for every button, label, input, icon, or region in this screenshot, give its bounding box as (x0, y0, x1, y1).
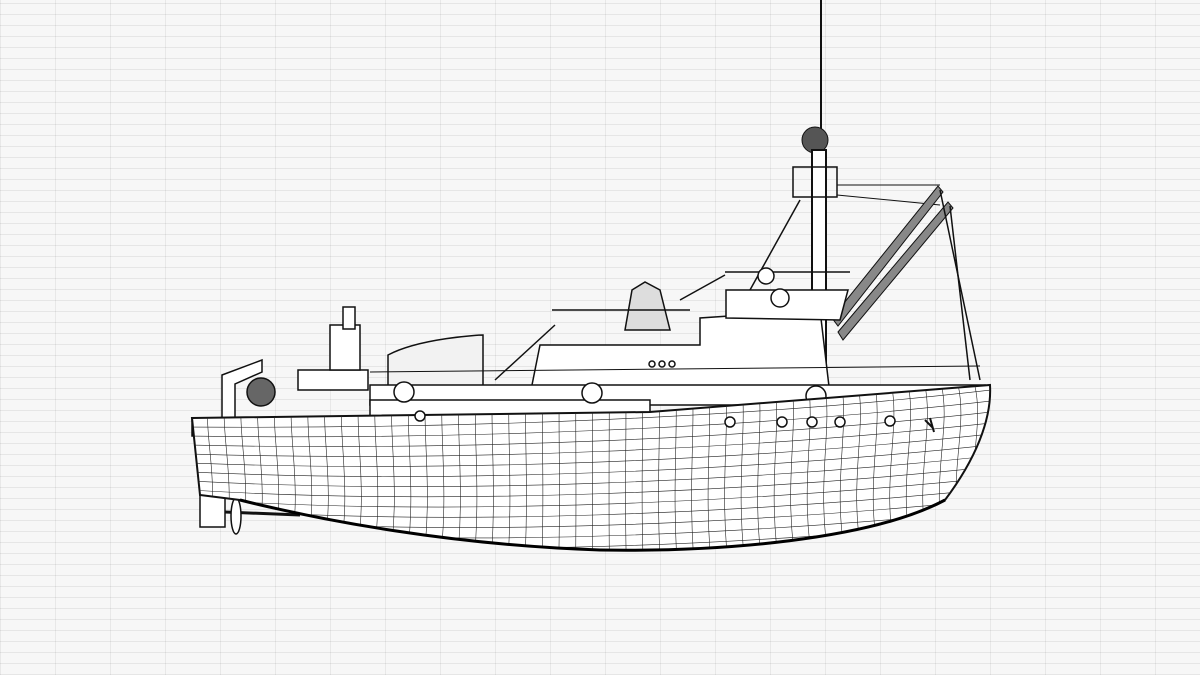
hull-waterline (192, 399, 991, 438)
hull (190, 383, 992, 552)
porthole-icon (776, 416, 788, 428)
hull-waterline (192, 432, 991, 467)
boom-arms (831, 185, 981, 381)
hull-waterline (192, 388, 991, 428)
hull-rib-line (988, 385, 991, 551)
hull-waterline (192, 421, 991, 457)
hull-waterline (192, 476, 991, 508)
superstructure (387, 267, 850, 396)
hull-waterline (192, 465, 991, 498)
hull-rib-line (192, 385, 197, 551)
porthole-icon (884, 415, 896, 427)
hull-waterline (192, 443, 991, 477)
porthole-icon (724, 416, 736, 428)
hull-waterline (192, 454, 991, 487)
porthole-icon (414, 410, 426, 422)
porthole-icon (806, 416, 818, 428)
porthole-icon (834, 416, 846, 428)
